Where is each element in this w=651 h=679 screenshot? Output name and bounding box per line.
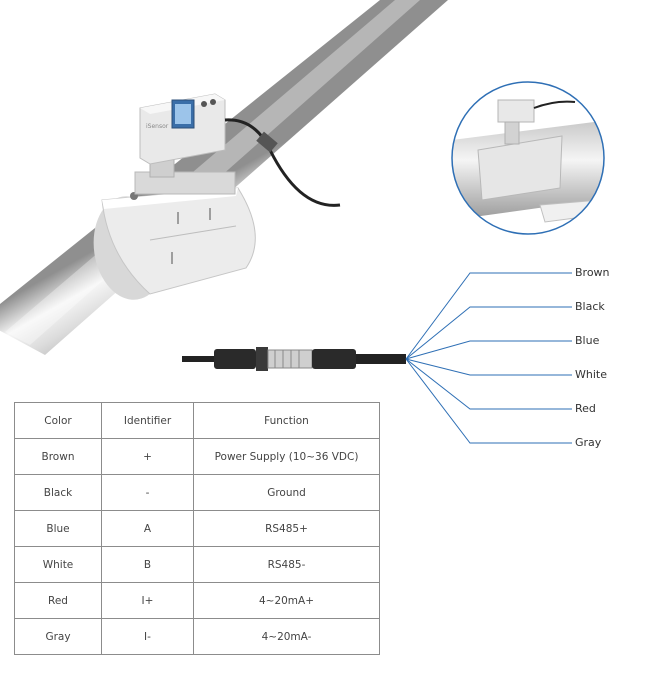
cell-color: Black [14, 474, 102, 511]
table-row: Blue A RS485+ [14, 510, 380, 547]
wire-label-brown: Brown [575, 266, 610, 279]
wire-line-red [405, 358, 572, 410]
brand-text: iSensor [146, 123, 169, 130]
inset-detail [451, 81, 605, 235]
wire-line-black [405, 306, 572, 360]
cell-identifier: A [101, 510, 194, 547]
cell-function: RS485+ [193, 510, 380, 547]
wire-label-red: Red [575, 402, 596, 415]
cell-color: White [14, 546, 102, 583]
cell-identifier: I+ [101, 582, 194, 619]
wire-line-brown [405, 272, 572, 360]
cell-function: Ground [193, 474, 380, 511]
cell-function: RS485- [193, 546, 380, 583]
table-row: Black - Ground [14, 474, 380, 511]
table-row: Red I+ 4~20mA+ [14, 582, 380, 619]
cell-color: Gray [14, 618, 102, 655]
wire-label-white: White [575, 368, 607, 381]
sensor-cable [224, 118, 341, 207]
table-row: Brown + Power Supply (10~36 VDC) [14, 438, 380, 475]
header-identifier: Identifier [101, 402, 194, 439]
clamp-sleeve [93, 187, 256, 300]
wire-fanout [405, 272, 572, 444]
cell-color: Blue [14, 510, 102, 547]
cell-color: Brown [14, 438, 102, 475]
wire-line-white [405, 358, 572, 376]
wire-line-gray [405, 358, 572, 444]
cell-identifier: + [101, 438, 194, 475]
cell-identifier: - [101, 474, 194, 511]
cell-function: 4~20mA- [193, 618, 380, 655]
cell-function: 4~20mA+ [193, 582, 380, 619]
header-function: Function [193, 402, 380, 439]
cell-identifier: B [101, 546, 194, 583]
wire-label-gray: Gray [575, 436, 602, 449]
cell-identifier: I- [101, 618, 194, 655]
wire-line-blue [405, 340, 572, 360]
wiring-table: Color Identifier Function Brown + Power … [14, 402, 380, 655]
wire-label-black: Black [575, 300, 605, 313]
wire-label-blue: Blue [575, 334, 600, 347]
transmitter-head: iSensor [134, 93, 236, 195]
header-color: Color [14, 402, 102, 439]
table-row: White B RS485- [14, 546, 380, 583]
table-header-row: Color Identifier Function [14, 402, 380, 439]
cell-color: Red [14, 582, 102, 619]
cell-function: Power Supply (10~36 VDC) [193, 438, 380, 475]
table-row: Gray I- 4~20mA- [14, 618, 380, 655]
connector-cable [182, 347, 406, 371]
